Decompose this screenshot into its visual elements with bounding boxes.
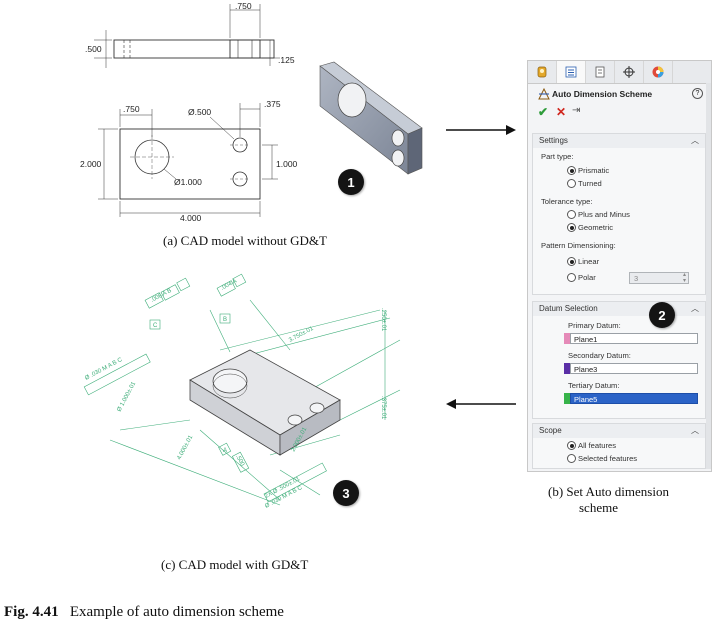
gdt-datum-a: A: [223, 448, 227, 454]
option-polar: Polar: [578, 273, 596, 282]
polar-count-stepper[interactable]: 3▴▾: [629, 272, 689, 284]
tertiary-datum-label: Tertiary Datum:: [568, 381, 620, 390]
dim-top-width: .750: [235, 1, 252, 11]
help-icon[interactable]: ?: [692, 88, 703, 99]
gdt-dim-depth: .500: [234, 454, 245, 468]
dim-front-hole-small: Ø.500: [188, 107, 211, 117]
property-manager-icon[interactable]: [557, 61, 586, 83]
dim-front-hole-large: Ø1.000: [174, 177, 202, 187]
dim-front-spacing: 1.000: [276, 159, 298, 169]
option-turned: Turned: [578, 179, 602, 188]
tertiary-datum-swatch: [564, 393, 570, 404]
radio-linear[interactable]: [567, 257, 576, 266]
radio-all-features[interactable]: [567, 441, 576, 450]
option-prismatic: Prismatic: [578, 166, 610, 175]
radio-selected-features[interactable]: [567, 454, 576, 463]
gdt-datum-b: B: [223, 317, 227, 323]
drawing-a-front-view: .750 Ø.500 .375 2.000 1.000 Ø1.000 4.000: [80, 99, 298, 223]
figure-caption: Fig. 4.41 Example of auto dimension sche…: [4, 604, 284, 621]
drawing-a-top-view: .750 .500 .125: [85, 1, 295, 68]
radio-plus-minus[interactable]: [567, 210, 576, 219]
caption-c: (c) CAD model with GD&T: [161, 557, 309, 572]
dim-top-depth: .125: [278, 55, 295, 65]
gdt-dim-side2: .375±.01: [380, 396, 386, 420]
panel-title: Auto Dimension Scheme: [552, 89, 653, 99]
configuration-icon[interactable]: [586, 61, 615, 83]
settings-header[interactable]: Settings︿: [533, 134, 705, 148]
chevron-up-icon: ︿: [691, 304, 699, 313]
tolerance-type-label: Tolerance type:: [541, 197, 593, 206]
chevron-up-icon: ︿: [691, 136, 699, 145]
feature-manager-icon[interactable]: [528, 61, 557, 83]
secondary-datum-label: Secondary Datum:: [568, 351, 631, 360]
option-selected-features: Selected features: [578, 454, 638, 463]
settings-group: Settings︿ Part type: Prismatic Turned To…: [532, 133, 706, 295]
secondary-datum-field[interactable]: Plane3: [570, 363, 698, 374]
auto-dimension-panel: Auto Dimension Scheme ? ✔ ✕ ⇥ Settings︿ …: [527, 60, 712, 472]
panel-scrollbar[interactable]: [706, 83, 711, 469]
option-plus-minus: Plus and Minus: [578, 210, 630, 219]
dim-top-height: .500: [85, 44, 102, 54]
dimxpert-icon[interactable]: [615, 61, 644, 83]
gdt-dim-length: 4.000±.01: [176, 434, 194, 461]
gdt-dim-side1: .250±.01: [380, 308, 386, 332]
gdt-dim-bigbore: Ø 1.000±.01: [116, 380, 137, 413]
datum-selection-header[interactable]: Datum Selection︿: [533, 302, 705, 316]
scope-header[interactable]: Scope︿: [533, 424, 705, 438]
auto-dimension-icon: [538, 88, 550, 100]
secondary-datum-swatch: [564, 363, 570, 374]
caption-a: (a) CAD model without GD&T: [163, 233, 327, 248]
part-3d-gdt: .006 A B .004 A C B A 3.750±.01 Ø .030 M…: [83, 273, 401, 510]
primary-datum-label: Primary Datum:: [568, 321, 621, 330]
figure-title: Example of auto dimension scheme: [69, 604, 284, 620]
caption-b-line1: (b) Set Auto dimension: [548, 484, 669, 499]
tertiary-datum-field[interactable]: Plane5: [570, 393, 698, 404]
gdt-datum-c: C: [153, 323, 158, 329]
option-geometric: Geometric: [578, 223, 614, 232]
primary-datum-swatch: [564, 333, 570, 344]
option-linear: Linear: [578, 257, 600, 266]
gdt-fcf-bigbore: Ø .030 M A B C: [84, 357, 124, 382]
primary-datum-field[interactable]: Plane1: [570, 333, 698, 344]
arrow-right: [446, 125, 516, 135]
pattern-dimensioning-label: Pattern Dimensioning:: [541, 241, 616, 250]
step-badge-2: 2: [649, 302, 675, 328]
caption-b-line2: scheme: [579, 500, 618, 515]
gdt-fcf2: .004 A: [220, 278, 238, 291]
option-all-features: All features: [578, 441, 616, 450]
radio-geometric[interactable]: [567, 223, 576, 232]
radio-prismatic[interactable]: [567, 166, 576, 175]
dim-front-length: 4.000: [180, 213, 202, 223]
appearance-icon[interactable]: [644, 61, 673, 83]
pin-icon[interactable]: ⇥: [572, 105, 581, 116]
arrow-left: [446, 399, 516, 409]
part-type-label: Part type:: [541, 152, 574, 161]
dim-front-right: .375: [264, 99, 281, 109]
radio-turned[interactable]: [567, 179, 576, 188]
dim-front-height: 2.000: [80, 159, 102, 169]
radio-polar[interactable]: [567, 273, 576, 282]
ok-button[interactable]: ✔: [538, 105, 549, 119]
part-3d-plain: [319, 61, 423, 175]
scope-group: Scope︿ All features Selected features: [532, 423, 706, 469]
figure-number: Fig. 4.41: [4, 604, 59, 620]
dim-front-left: .750: [123, 104, 140, 114]
panel-tabs: [528, 61, 711, 84]
cancel-button[interactable]: ✕: [556, 105, 567, 119]
step-badge-1: 1: [338, 169, 364, 195]
step-badge-3: 3: [333, 480, 359, 506]
datum-selection-group: Datum Selection︿ Primary Datum: Plane1 S…: [532, 301, 706, 419]
chevron-up-icon: ︿: [691, 426, 699, 435]
